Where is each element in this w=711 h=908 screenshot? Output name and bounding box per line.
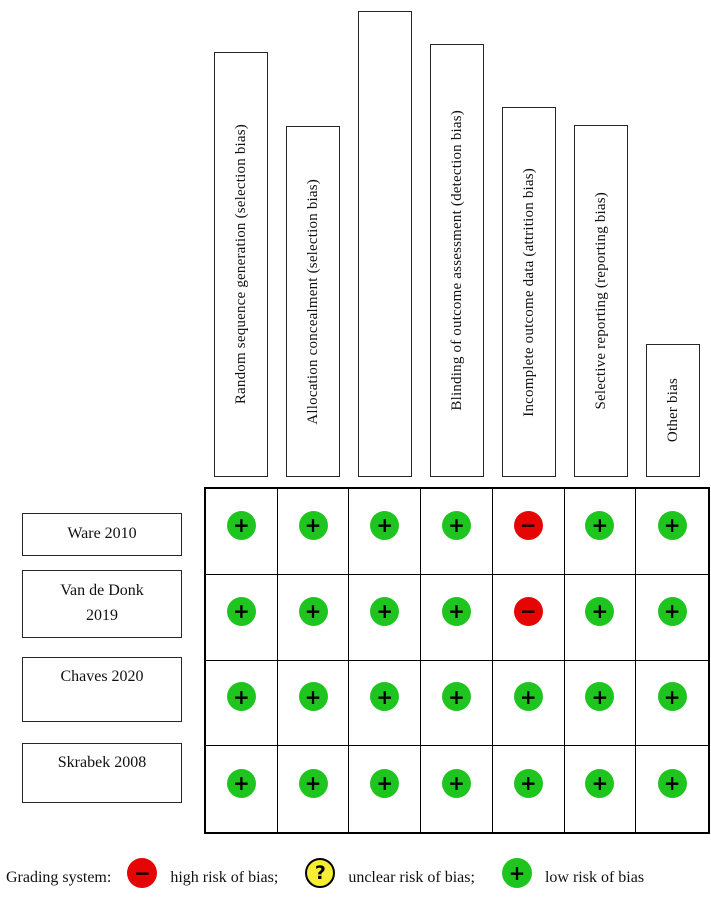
- rating-cell: +: [206, 574, 278, 661]
- rating-cell: +: [277, 574, 350, 661]
- high-risk-icon: −: [127, 858, 158, 888]
- low-risk-icon: +: [585, 768, 615, 798]
- low-risk-icon: +: [441, 510, 471, 540]
- column-header-box-0: Random sequence generation (selection bi…: [214, 52, 268, 477]
- legend: Grading system: −high risk of bias;? uncl…: [6, 854, 706, 902]
- low-risk-icon: +: [370, 596, 400, 626]
- low-risk-icon: +: [585, 510, 615, 540]
- low-risk-icon: +: [657, 510, 687, 540]
- low-risk-icon: +: [370, 682, 400, 712]
- study-label-box: Chaves 2020: [22, 657, 182, 722]
- column-header-label: Incomplete outcome data (attrition bias): [520, 167, 537, 417]
- column-header-label: Random sequence generation (selection bi…: [232, 124, 249, 405]
- legend-label: unclear risk of bias;: [348, 869, 475, 886]
- high-risk-icon: −: [513, 510, 543, 540]
- column-header-box-5: Selective reporting (reporting bias): [574, 125, 628, 477]
- rating-cell: −: [492, 489, 565, 575]
- rating-cell: +: [564, 574, 637, 661]
- rating-cell: +: [349, 660, 422, 747]
- legend-item-unclear: ? unclear risk of bias;: [305, 858, 475, 893]
- rating-cell: +: [421, 574, 493, 661]
- rating-cell: +: [349, 574, 422, 661]
- low-risk-icon: +: [585, 682, 615, 712]
- low-risk-icon: +: [298, 596, 328, 626]
- legend-prefix: Grading system:: [6, 869, 112, 886]
- low-risk-icon: +: [226, 768, 256, 798]
- column-header-box-1: Allocation concealment (selection bias): [286, 126, 340, 477]
- rating-cell: +: [349, 489, 422, 575]
- low-risk-icon: +: [370, 510, 400, 540]
- rating-cell: +: [277, 489, 350, 575]
- low-risk-icon: +: [298, 510, 328, 540]
- low-risk-icon: +: [226, 596, 256, 626]
- legend-label: low risk of bias: [544, 869, 645, 886]
- study-label: Van de Donk 2019: [60, 582, 144, 624]
- study-label: Skrabek 2008: [57, 754, 147, 771]
- rating-cell: +: [421, 746, 493, 832]
- low-risk-icon: +: [513, 768, 543, 798]
- low-risk-icon: +: [298, 768, 328, 798]
- low-risk-icon: +: [441, 768, 471, 798]
- rating-cell: +: [636, 661, 708, 747]
- study-label-box: Ware 2010: [22, 513, 182, 556]
- low-risk-icon: +: [657, 682, 687, 712]
- ratings-grid: + + + + − + + + + + + − + + + + + + + + + + + + + + + +: [204, 487, 710, 834]
- low-risk-icon: +: [501, 858, 532, 888]
- rating-cell: +: [636, 489, 708, 575]
- unclear-risk-icon: ?: [305, 858, 336, 888]
- study-label-box: Skrabek 2008: [22, 743, 182, 803]
- column-header-label: Other bias: [664, 378, 681, 443]
- low-risk-icon: +: [441, 596, 471, 626]
- study-label: Ware 2010: [67, 525, 137, 543]
- legend-item-high: −high risk of bias;: [127, 858, 279, 893]
- column-header-label: Selective reporting (reporting bias): [592, 192, 609, 410]
- column-header-box-6: Other bias: [646, 344, 700, 477]
- rating-cell: +: [564, 660, 637, 747]
- legend-label: high risk of bias;: [170, 869, 279, 886]
- rating-cell: −: [492, 574, 565, 661]
- study-label: Chaves 2020: [60, 668, 144, 685]
- rating-cell: +: [206, 489, 278, 575]
- study-label-box: Van de Donk 2019: [22, 570, 182, 638]
- rating-cell: +: [636, 746, 708, 832]
- rating-cell: +: [277, 660, 350, 747]
- rating-cell: +: [206, 660, 278, 747]
- low-risk-icon: +: [370, 768, 400, 798]
- rating-cell: +: [565, 746, 637, 832]
- low-risk-icon: +: [513, 682, 543, 712]
- rating-cell: +: [492, 660, 565, 747]
- rating-cell: +: [421, 660, 493, 747]
- column-header-label: Blinding of outcome assessment (detectio…: [448, 110, 465, 411]
- rating-cell: +: [278, 746, 350, 832]
- column-header-box-4: Incomplete outcome data (attrition bias): [502, 107, 556, 477]
- column-header-box-3: Blinding of outcome assessment (detectio…: [430, 44, 484, 477]
- rating-cell: +: [564, 489, 637, 575]
- rating-cell: +: [206, 746, 278, 832]
- column-header-box-2: [358, 11, 412, 477]
- low-risk-icon: +: [657, 596, 687, 626]
- low-risk-icon: +: [298, 682, 328, 712]
- rating-cell: +: [493, 746, 565, 832]
- high-risk-icon: −: [513, 596, 543, 626]
- rating-cell: +: [421, 489, 493, 575]
- rating-cell: +: [349, 746, 422, 832]
- low-risk-icon: +: [657, 768, 687, 798]
- low-risk-icon: +: [441, 682, 471, 712]
- low-risk-icon: +: [226, 682, 256, 712]
- low-risk-icon: +: [226, 510, 256, 540]
- legend-item-low: + low risk of bias: [501, 858, 645, 893]
- rating-cell: +: [636, 575, 708, 661]
- low-risk-icon: +: [585, 596, 615, 626]
- column-header-label: Allocation concealment (selection bias): [304, 178, 321, 425]
